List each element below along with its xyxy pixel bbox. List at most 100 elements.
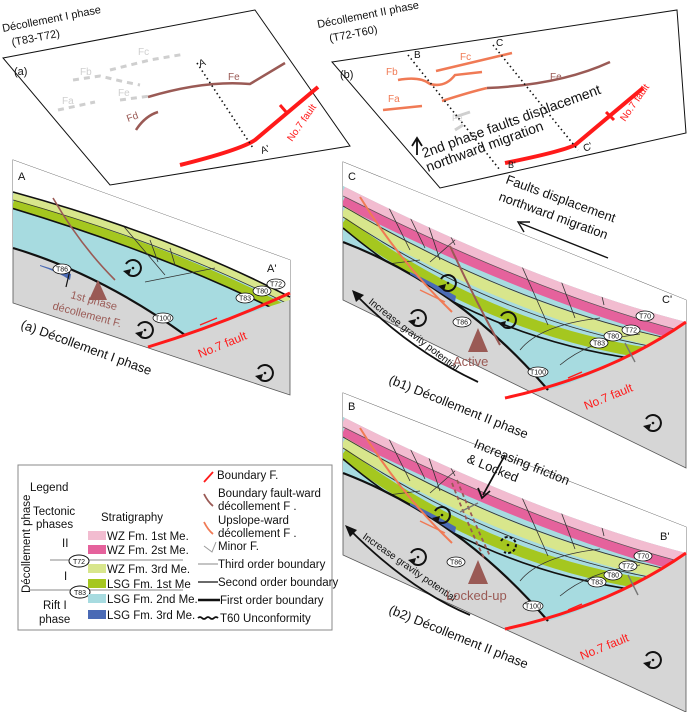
horizon-t72: T72: [622, 564, 634, 571]
horizon-labels: T86 T100 T83 T80 T72 T70: [446, 550, 653, 612]
legend-strat-wz1: WZ Fm. 1st Me.: [107, 531, 189, 543]
legend-strat-lsg3: LSG Fm. 3rd Me.: [107, 610, 195, 622]
section-c-end-label: C': [662, 294, 672, 306]
section-a-end: A': [259, 144, 271, 157]
fault-fe: [147, 61, 286, 99]
horizon-t80: T80: [607, 334, 619, 341]
fault-label-fd: Fd: [125, 110, 140, 124]
legend-boundary-ward-2: décollement F .: [218, 501, 297, 513]
legend: Legend Tectonic phases Stratigraphy Déco…: [17, 464, 338, 631]
fault-arrow-icon: [468, 560, 488, 584]
section-a: T86 T100 T83 T80 T72 A A' 1st phase déco…: [12, 159, 291, 396]
legend-first-order: First order boundary: [220, 595, 324, 607]
section-a-end-label: A': [267, 263, 276, 275]
migration-arrow-icon: [516, 221, 609, 259]
legend-t72: T72: [73, 559, 85, 566]
legend-boundary-f: Boundary F.: [217, 470, 278, 482]
map-a-frame: [2, 9, 351, 186]
horizon-labels: T86 T100 T83 T80 T72: [52, 263, 286, 324]
legend-minor-f: Minor F.: [218, 541, 259, 553]
friction-arrow-icon: [477, 454, 506, 500]
locked-decollement-fault: [451, 479, 491, 561]
section-c-end: C': [582, 141, 595, 155]
old-faults: [57, 52, 186, 112]
gravity-arrow-icon: [349, 529, 471, 616]
fault-fe-b: [486, 60, 611, 90]
fault-label-fb-b: Fb: [386, 67, 398, 78]
horizon-t83: T83: [239, 296, 251, 303]
section-b-start-label: B: [348, 401, 355, 413]
fault-fd: [134, 110, 159, 131]
section-line-a: [196, 62, 254, 149]
section-b-start: B: [414, 50, 421, 61]
horizon-t86: T86: [456, 320, 468, 327]
fault-label-fa: Fa: [62, 96, 74, 107]
map-b-panel-label: (b): [340, 69, 353, 81]
legend-tectonic-1: Tectonic: [33, 506, 75, 518]
legend-upslope-2: décollement F .: [218, 528, 297, 540]
legend-stratigraphy: Stratigraphy: [101, 512, 163, 524]
horizon-t86: T86: [56, 267, 68, 274]
legend-strat-wz3: WZ Fm. 3rd Me.: [107, 564, 190, 576]
status-locked-up: Locked-up: [446, 588, 507, 603]
no7-fault: [147, 291, 291, 349]
legend-t83: T83: [74, 590, 86, 597]
section-lines-b-c: [407, 44, 579, 171]
legend-decollement-phase: Décollement phase: [21, 495, 33, 593]
horizon-t70: T70: [637, 554, 649, 561]
map-a-panel-label: (a): [14, 66, 27, 78]
horizon-t70: T70: [639, 314, 651, 321]
fault-label-fc: Fc: [138, 47, 149, 58]
legend-strat-lsg2: LSG Fm. 2nd Me.: [107, 594, 198, 606]
arrow-up-icon: [411, 136, 423, 155]
no7-fault-trace: [179, 85, 320, 167]
horizon-t72: T72: [625, 328, 637, 335]
legend-phase-i: I: [64, 571, 67, 583]
gravity-arrow-icon: [355, 294, 479, 383]
fault-label-fe-b: Fe: [550, 72, 562, 83]
horizon-t100: T100: [530, 370, 546, 377]
map-a: Décollement I phase (T83-T72) (a) Fa Fb …: [1, 4, 351, 186]
horizon-t72: T72: [270, 282, 282, 289]
legend-boundary-ward-1: Boundary fault-ward: [218, 488, 321, 500]
reactivated-faults: [382, 51, 513, 112]
section-a-start: A: [197, 57, 207, 70]
horizon-t80: T80: [607, 573, 619, 580]
legend-second-order: Second order boundary: [218, 577, 338, 589]
fault-label-fb: Fb: [80, 67, 92, 78]
horizon-t83: T83: [593, 341, 605, 348]
legend-rift-1: Rift I: [43, 600, 67, 612]
section-c-start-label: C: [348, 171, 356, 183]
horizon-t86: T86: [450, 560, 462, 567]
fault-arrow-icon: [89, 280, 107, 300]
first-phase-decollement-fault: [52, 197, 116, 281]
fault-label-fe: Fe: [228, 72, 240, 83]
section-b-end-label: B': [660, 531, 669, 543]
section-c-start: C: [496, 38, 503, 49]
section-a-start-label: A: [18, 171, 26, 183]
legend-rift-2: phase: [39, 614, 70, 626]
section-b-end: B': [508, 160, 516, 170]
legend-phase-ii: II: [62, 538, 68, 550]
map-b: Décollement II phase (T72-T60) (b) Fa Fb…: [316, 0, 687, 189]
legend-t60: T60 Unconformity: [220, 613, 311, 625]
horizon-t100: T100: [525, 604, 541, 611]
old-fault-b: [454, 110, 471, 132]
fault-label-fc-b: Fc: [460, 52, 471, 63]
horizon-labels: T86 T100 T83 T80 T72 T70: [452, 310, 655, 378]
fault-label-fe-old: Fe: [118, 88, 130, 99]
legend-strat-wz2: WZ Fm. 2st Me.: [107, 545, 189, 557]
horizon-t100: T100: [155, 316, 171, 323]
legend-strat-lsg1: LSG Fm. 1st Me: [107, 579, 191, 591]
status-active: Active: [453, 354, 488, 369]
legend-upslope-1: Upslope-ward: [218, 515, 289, 527]
horizon-t80: T80: [256, 289, 268, 296]
fault-label-fa-b: Fa: [388, 94, 400, 105]
legend-tectonic-2: phases: [36, 519, 73, 531]
horizon-t83: T83: [591, 580, 603, 587]
legend-third-order: Third order boundary: [218, 559, 326, 571]
locked-rotation-icon: [500, 536, 517, 554]
fault-label-fe-old-b: Fe: [452, 113, 463, 123]
legend-title: Legend: [30, 482, 68, 494]
